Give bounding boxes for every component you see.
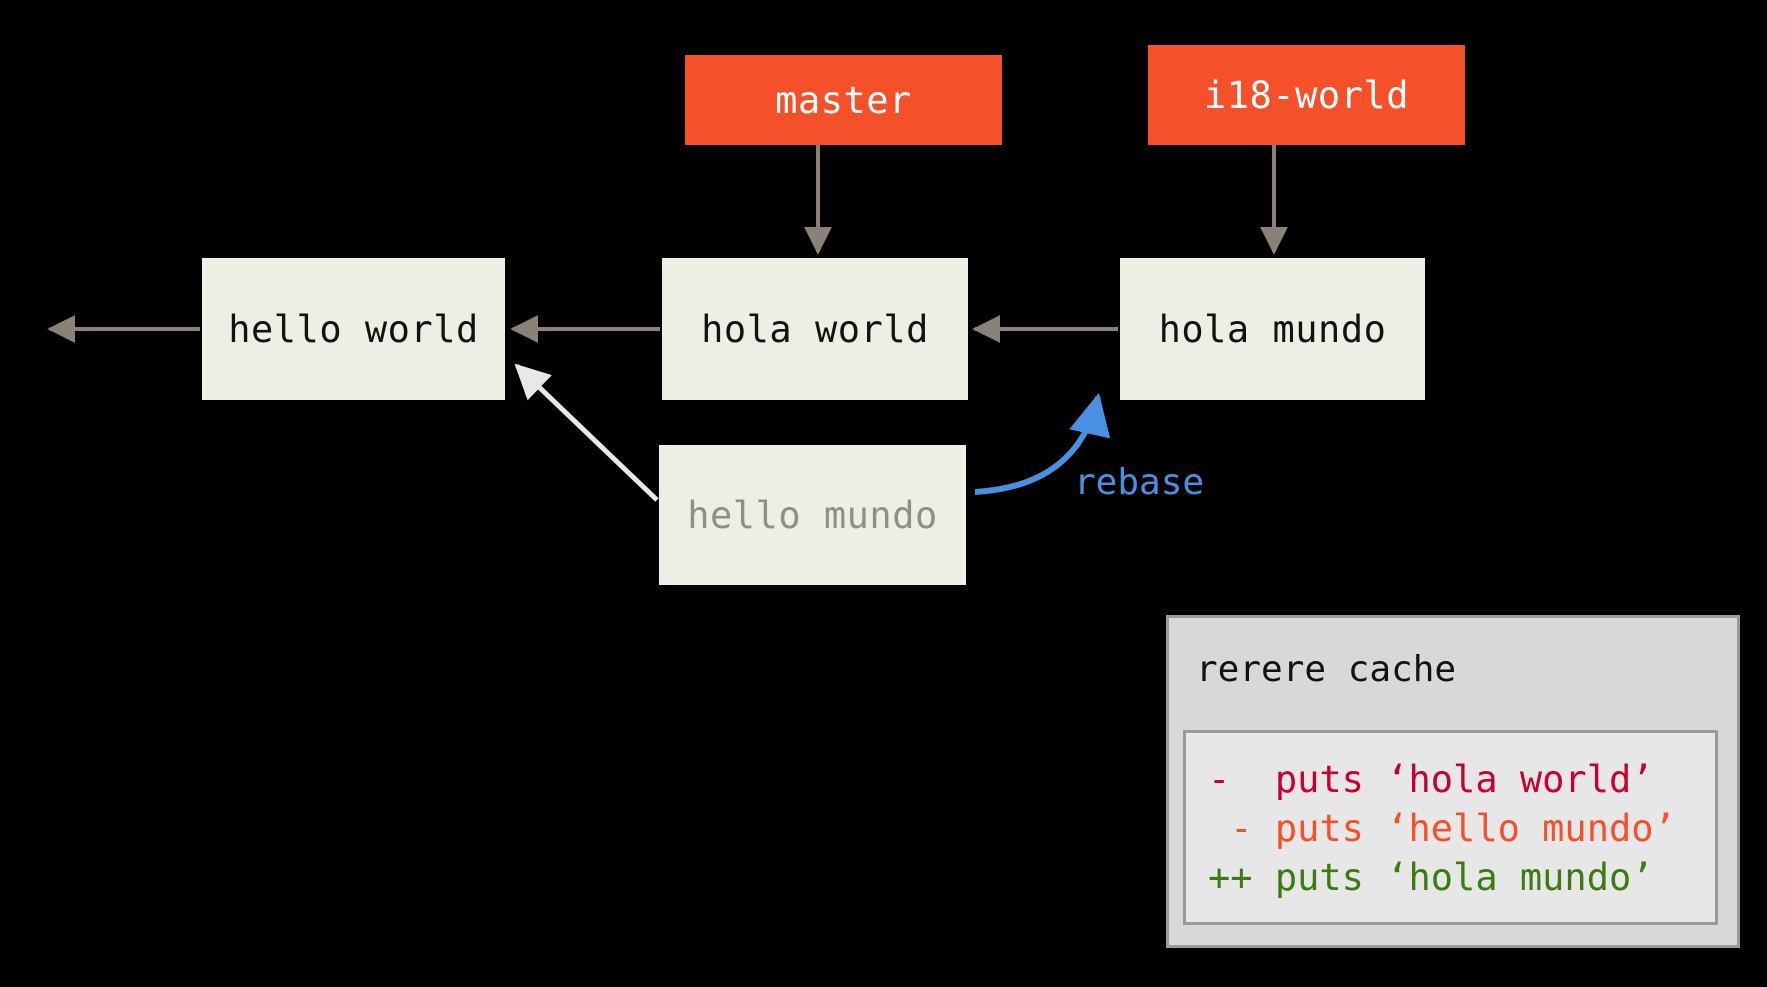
commit-label-hola-world: hola world — [701, 307, 929, 351]
diff-line-removed-hello-mundo: - puts ‘hello mundo’ — [1186, 804, 1715, 853]
rebase-annotation-label: rebase — [1074, 462, 1205, 503]
commit-node-hola-mundo[interactable]: hola mundo — [1120, 258, 1425, 400]
diff-line-added-hola-mundo: ++ puts ‘hola mundo’ — [1186, 853, 1715, 902]
edge-hello-mundo-to-hello-world — [514, 363, 659, 502]
diff-text-2: puts ‘hello mundo’ — [1252, 807, 1676, 850]
commit-label-hello-world: hello world — [228, 307, 479, 351]
commit-node-hello-world[interactable]: hello world — [202, 258, 505, 400]
commit-label-hello-mundo: hello mundo — [687, 493, 938, 537]
branch-label-i18-world[interactable]: i18-world — [1148, 45, 1465, 145]
diff-marker-1: - — [1208, 758, 1231, 801]
diff-marker-2: - — [1208, 807, 1253, 850]
rerere-cache-title: rerere cache — [1196, 649, 1457, 690]
diff-text-1: puts ‘hola world’ — [1230, 758, 1654, 801]
commit-node-hello-mundo[interactable]: hello mundo — [659, 445, 966, 585]
commit-label-hola-mundo: hola mundo — [1158, 307, 1387, 351]
commit-node-hola-world[interactable]: hola world — [662, 258, 968, 400]
rerere-cache-code-box: - puts ‘hola world’ - puts ‘hello mundo’… — [1183, 730, 1718, 925]
diff-marker-3: ++ — [1208, 856, 1253, 899]
branch-label-master[interactable]: master — [685, 55, 1002, 145]
diff-line-removed-hola-world: - puts ‘hola world’ — [1186, 755, 1715, 804]
branch-label-master-text: master — [775, 78, 912, 122]
branch-label-i18-world-text: i18-world — [1204, 73, 1409, 117]
diff-text-3: puts ‘hola mundo’ — [1252, 856, 1654, 899]
